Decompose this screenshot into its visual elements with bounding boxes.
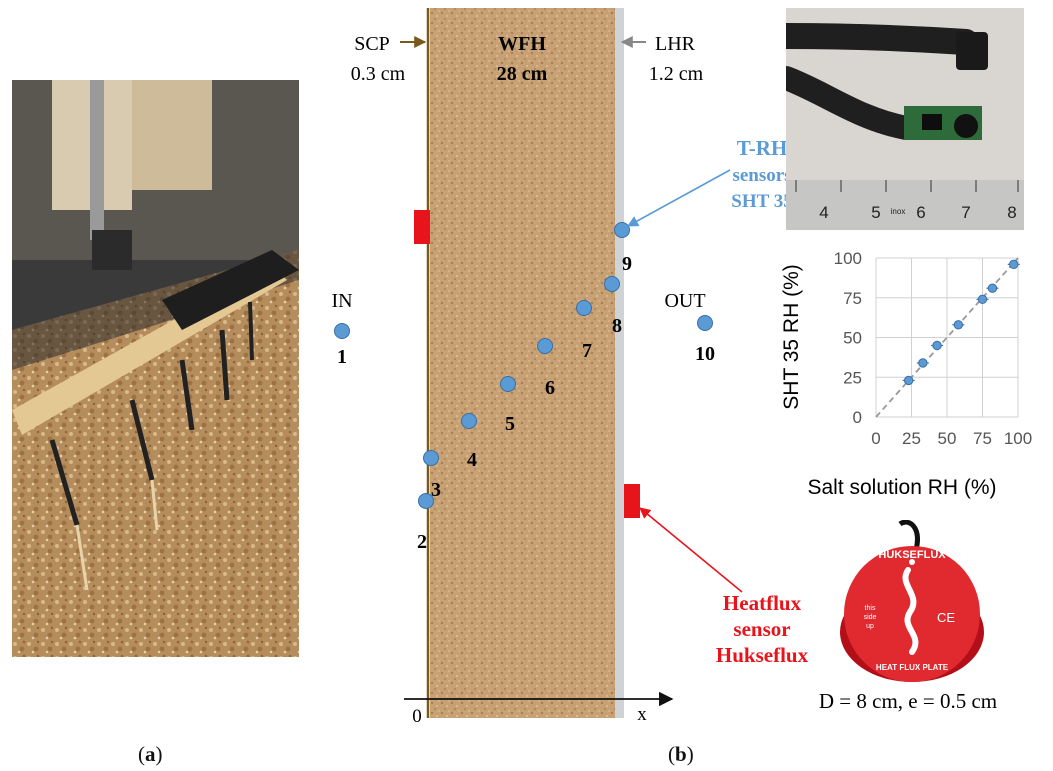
sensor-dot-9 bbox=[614, 222, 630, 238]
heatflux-label-2: sensor bbox=[733, 617, 790, 641]
ruler-num-4: 4 bbox=[819, 203, 828, 222]
x-tick-label: 100 bbox=[1004, 429, 1032, 448]
panel-b-label: (b) bbox=[668, 742, 694, 767]
sensor-num-3: 3 bbox=[431, 479, 441, 501]
hf-side-3: up bbox=[866, 623, 874, 630]
lhr-thickness: 1.2 cm bbox=[649, 63, 704, 85]
y-tick-label: 100 bbox=[834, 249, 862, 268]
ruler-num-8: 8 bbox=[1007, 203, 1016, 222]
heatflux-plate-photo: HUKSEFLUX this side up CE HEAT FLUX PLAT… bbox=[840, 520, 984, 682]
chart-ylabel: SHT 35 RH (%) bbox=[780, 264, 803, 409]
sensor-dot-1 bbox=[334, 323, 350, 339]
data-point bbox=[977, 294, 988, 305]
sensor-dot-10 bbox=[697, 315, 713, 331]
sensor-num-1: 1 bbox=[337, 346, 347, 368]
reference-line bbox=[875, 257, 1019, 418]
ruler-num-6: 6 bbox=[916, 203, 925, 222]
sensor-dot-6 bbox=[537, 338, 553, 354]
in-label: IN bbox=[331, 290, 352, 312]
sensor-dot-3 bbox=[423, 450, 439, 466]
x-tick-label: 75 bbox=[973, 429, 992, 448]
trh-arrow bbox=[627, 169, 731, 227]
sensor-num-8: 8 bbox=[612, 315, 622, 337]
sensor-num-4: 4 bbox=[467, 449, 477, 471]
data-point bbox=[932, 340, 942, 351]
panel-a-open: ( bbox=[138, 742, 145, 766]
wfh-core bbox=[430, 8, 615, 718]
out-label: OUT bbox=[664, 290, 705, 312]
scp-thickness: 0.3 cm bbox=[351, 63, 406, 85]
wfh-thickness: 28 cm bbox=[497, 63, 548, 85]
ruler-inox: inox bbox=[891, 207, 906, 216]
lhr-layer bbox=[615, 8, 624, 718]
x-tick-label: 50 bbox=[938, 429, 957, 448]
panel-a-close: ) bbox=[155, 742, 163, 766]
installation-photo bbox=[12, 80, 299, 657]
sht35-sensor-photo: 4 5 inox 6 7 8 bbox=[786, 8, 1024, 230]
y-tick-label: 75 bbox=[843, 289, 862, 308]
hf-bottom-text: HEAT FLUX PLATE bbox=[876, 663, 949, 672]
axis-x-label: x bbox=[637, 704, 647, 725]
trh-label-2: sensors bbox=[732, 165, 791, 186]
ruler-num-7: 7 bbox=[961, 203, 970, 222]
axis-origin: 0 bbox=[412, 706, 422, 727]
sensor-dot-4 bbox=[461, 413, 477, 429]
sensor-dot-5 bbox=[500, 376, 516, 392]
trh-sensors bbox=[334, 222, 713, 509]
heatflux-sensor-out bbox=[624, 484, 640, 518]
x-tick-label: 0 bbox=[871, 429, 880, 448]
hf-side-1: this bbox=[865, 605, 876, 612]
wfh-label: WFH bbox=[498, 33, 546, 55]
lhr-label: LHR bbox=[655, 33, 696, 55]
heatflux-label-1: Heatflux bbox=[723, 591, 802, 615]
sensor-num-2: 2 bbox=[417, 531, 427, 553]
heatflux-sensor-in bbox=[414, 210, 430, 244]
data-point bbox=[1009, 259, 1019, 270]
panel-a-letter: a bbox=[145, 742, 156, 766]
trh-label-3: SHT 35 bbox=[731, 191, 792, 212]
x-tick-label: 25 bbox=[902, 429, 921, 448]
y-tick-label: 0 bbox=[853, 408, 862, 427]
heatflux-label-3: Hukseflux bbox=[716, 643, 809, 667]
trh-label-1: T-RH bbox=[737, 136, 788, 160]
sensor-num-10: 10 bbox=[695, 343, 715, 365]
ruler-num-5: 5 bbox=[871, 203, 880, 222]
chart-xlabel: Salt solution RH (%) bbox=[807, 476, 996, 499]
sensor-num-6: 6 bbox=[545, 377, 555, 399]
heatflux-arrow bbox=[639, 507, 743, 593]
hf-side-2: side bbox=[864, 614, 877, 621]
scp-label: SCP bbox=[354, 33, 390, 55]
sensor-dot-8 bbox=[604, 276, 620, 292]
sensor-num-5: 5 bbox=[505, 413, 515, 435]
data-point bbox=[918, 358, 928, 368]
heatflux-dims: D = 8 cm, e = 0.5 cm bbox=[819, 689, 997, 713]
data-point bbox=[987, 283, 998, 293]
calibration-chart: 0 25 50 75 100 0 25 50 75 100 bbox=[834, 249, 1033, 448]
panel-b-letter: b bbox=[675, 742, 687, 766]
hf-ce-mark: CE bbox=[937, 610, 955, 625]
panel-b-close: ) bbox=[686, 742, 694, 766]
sensor-dot-7 bbox=[576, 300, 592, 316]
panel-b-open: ( bbox=[668, 742, 675, 766]
panel-a-label: (a) bbox=[138, 742, 163, 767]
data-point bbox=[903, 375, 914, 386]
sensor-dot-2 bbox=[418, 493, 434, 509]
sensor-num-7: 7 bbox=[582, 340, 592, 362]
y-tick-label: 25 bbox=[843, 368, 862, 387]
data-point bbox=[953, 320, 964, 330]
sensor-num-9: 9 bbox=[622, 253, 632, 275]
y-tick-label: 50 bbox=[843, 329, 862, 348]
hf-brand: HUKSEFLUX bbox=[878, 549, 946, 561]
